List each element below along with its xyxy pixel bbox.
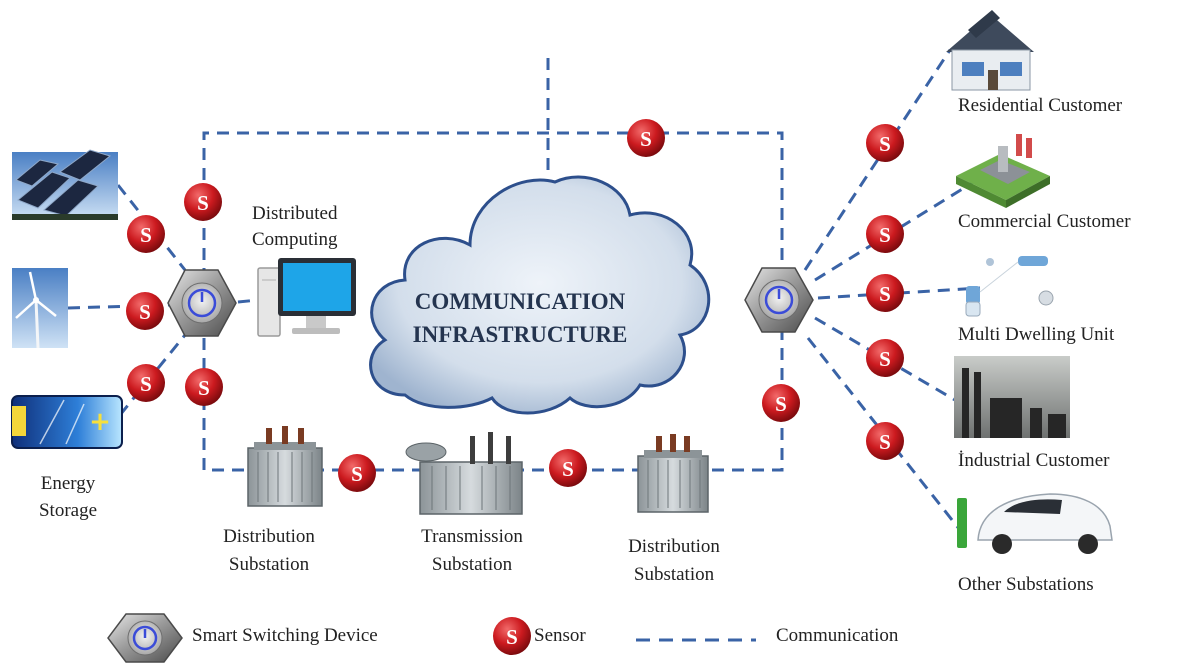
svg-text:S: S <box>351 462 363 486</box>
electric-car-icon <box>957 493 1113 554</box>
sensor-bottom-right: S <box>549 449 587 487</box>
industrial-icon <box>954 356 1070 438</box>
label-other-substations: Other Substations <box>958 574 1094 595</box>
cloud-title-line-2: INFRASTRUCTURE <box>413 322 628 347</box>
svg-text:S: S <box>775 392 787 416</box>
svg-text:S: S <box>562 457 574 481</box>
svg-text:S: S <box>879 223 891 247</box>
svg-text:S: S <box>139 300 151 324</box>
label-transmission-2: Substation <box>431 554 513 575</box>
distribution-substation-left-icon <box>247 426 323 507</box>
legend-switch-icon <box>107 613 183 663</box>
label-storage: Storage <box>38 500 98 521</box>
label-distribution-left-2: Substation <box>228 554 310 575</box>
label-commercial-customer: Commercial Customer <box>958 211 1131 232</box>
svg-text:S: S <box>140 223 152 247</box>
svg-text:+: + <box>89 407 111 437</box>
smart-switch-right <box>744 267 814 333</box>
loop-link <box>202 131 784 472</box>
computer-icon <box>257 258 356 337</box>
multi-dwelling-icon <box>965 256 1054 317</box>
wind-turbine-icon <box>12 268 68 349</box>
sensor-left-lower: S <box>185 368 223 406</box>
svg-text:S: S <box>198 376 210 400</box>
legend-sensor-icon: S <box>493 617 531 655</box>
sensor-battery: S <box>127 364 165 402</box>
sensor-bottom-left: S <box>338 454 376 492</box>
smart-switch-left <box>167 269 237 337</box>
transmission-substation-icon <box>405 432 523 515</box>
sensor-other: S <box>866 422 904 460</box>
link-solar <box>116 184 187 271</box>
house-icon <box>946 10 1034 91</box>
communication-cloud: COMMUNICATION INFRASTRUCTURE <box>369 175 711 415</box>
sensor-top: S <box>627 119 665 157</box>
label-energy: Energy <box>40 473 96 494</box>
svg-text:S: S <box>879 430 891 454</box>
sensor-right-loop: S <box>762 384 800 422</box>
label-industrial-customer: İndustrial Customer <box>958 450 1110 471</box>
svg-text:S: S <box>506 625 518 649</box>
svg-text:S: S <box>140 372 152 396</box>
sensor-solar: S <box>127 215 165 253</box>
distribution-substation-right-icon <box>637 434 709 513</box>
sensor-residential: S <box>866 124 904 162</box>
sensor-wind: S <box>126 292 164 330</box>
sensor-dwelling: S <box>866 274 904 312</box>
legend-switching-device-label: Smart Switching Device <box>192 625 378 646</box>
svg-text:S: S <box>879 132 891 156</box>
svg-text:S: S <box>879 347 891 371</box>
label-multi-dwelling-unit: Multi Dwelling Unit <box>958 324 1115 345</box>
link-computer <box>237 298 259 304</box>
svg-text:S: S <box>197 191 209 215</box>
solar-panel-icon <box>12 149 118 220</box>
label-distributed: Distributed <box>252 203 338 224</box>
legend-communication-label: Communication <box>776 625 899 646</box>
label-distribution-left-1: Distribution <box>223 526 315 547</box>
cloud-title-line-1: COMMUNICATION <box>415 289 626 314</box>
label-residential-customer: Residential Customer <box>958 95 1123 116</box>
label-transmission-1: Transmission <box>421 526 523 547</box>
svg-text:S: S <box>640 127 652 151</box>
label-distribution-right-1: Distribution <box>628 536 720 557</box>
link-commercial <box>814 173 986 282</box>
svg-text:S: S <box>879 282 891 306</box>
label-distribution-right-2: Substation <box>633 564 715 585</box>
commercial-building-icon <box>956 134 1050 208</box>
sensor-industrial: S <box>866 339 904 377</box>
battery-storage-icon: + <box>11 395 123 449</box>
sensor-left-upper: S <box>184 183 222 221</box>
legend-sensor-label: Sensor <box>534 625 586 646</box>
label-computing: Computing <box>252 229 338 250</box>
sensor-commercial: S <box>866 215 904 253</box>
